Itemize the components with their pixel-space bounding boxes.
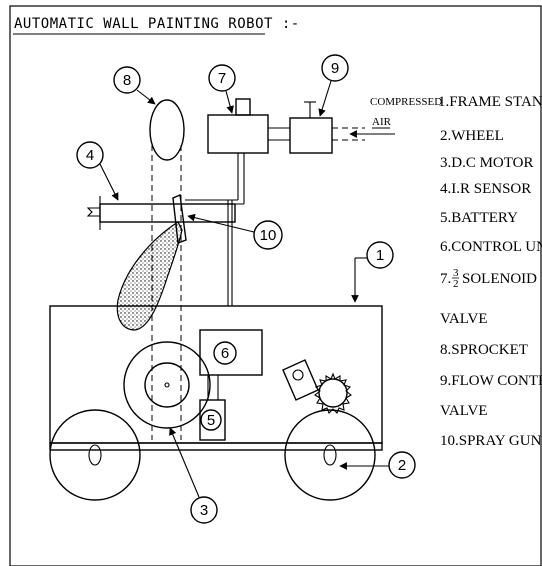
battery xyxy=(199,399,226,441)
compressed-label: COMPRESSED xyxy=(370,96,442,108)
gear-pin xyxy=(292,369,304,381)
svg-text:2: 2 xyxy=(398,457,406,474)
svg-text:6: 6 xyxy=(221,345,229,362)
svg-text:3: 3 xyxy=(200,502,208,519)
wheel-right xyxy=(284,409,376,501)
callout-2: 2 xyxy=(339,451,416,479)
legend-item-10: 10.SPRAY GUN xyxy=(440,433,542,449)
svg-text:9: 9 xyxy=(331,60,339,77)
parts-legend: 1.FRAME STAND 2.WHEEL 3.D.C MOTOR 4.I.R … xyxy=(438,94,542,449)
wheel-right-hub xyxy=(323,444,337,466)
flow-control-valve xyxy=(289,117,333,154)
solenoid-coil xyxy=(235,98,251,116)
callout-7: 7 xyxy=(208,64,236,114)
air-label: AIR xyxy=(372,116,392,128)
wheel-left xyxy=(49,409,141,501)
drawing-border xyxy=(9,5,542,566)
wheel-left-hub xyxy=(88,444,102,466)
callout-8: 8 xyxy=(113,66,156,105)
callout-3: 3 xyxy=(169,427,218,524)
dc-motor-outer xyxy=(123,341,211,429)
legend-item-3: 3.D.C MOTOR xyxy=(440,155,534,171)
legend-item-8: 8.SPROCKET xyxy=(440,342,528,358)
callout-10: 10 xyxy=(187,213,283,250)
svg-text:8: 8 xyxy=(123,72,131,89)
svg-text:1: 1 xyxy=(376,247,384,264)
legend-item-1: 1.FRAME STAND xyxy=(438,94,542,110)
legend-item-6: 6.CONTROL UNIT xyxy=(440,239,542,255)
callout-1: 1 xyxy=(351,241,394,303)
legend-item-2: 2.WHEEL xyxy=(440,128,504,144)
solenoid-valve xyxy=(207,114,269,154)
legend-item-7b: SOLENOID xyxy=(462,271,537,287)
legend-item-9b: VALVE xyxy=(440,403,488,419)
ir-sensor-tip xyxy=(86,207,100,217)
fraction-num: 3 xyxy=(453,267,459,279)
gear-teeth xyxy=(314,372,352,414)
legend-item-5: 5.BATTERY xyxy=(440,210,518,226)
svg-text:10: 10 xyxy=(260,227,277,244)
callout-9: 9 xyxy=(318,54,349,117)
svg-text:5: 5 xyxy=(207,412,215,429)
legend-item-4: 4.I.R SENSOR xyxy=(440,181,531,197)
svg-text:4: 4 xyxy=(86,147,94,164)
diagram-title: AUTOMATIC WALL PAINTING ROBOT :- xyxy=(14,16,300,32)
dc-motor-hub xyxy=(164,382,170,388)
callout-4: 4 xyxy=(76,141,119,201)
callout-5: 5 xyxy=(200,409,222,431)
gear-bracket xyxy=(282,359,319,401)
legend-item-7c: VALVE xyxy=(440,311,488,327)
gear-wheel xyxy=(318,378,348,408)
sprocket-top xyxy=(149,99,185,161)
legend-item-7: 7. xyxy=(440,271,451,287)
ir-sensor-arm xyxy=(99,203,236,223)
control-unit xyxy=(199,329,263,376)
svg-text:7: 7 xyxy=(218,70,226,87)
legend-item-9: 9.FLOW CONTROL xyxy=(440,373,542,389)
dc-motor-inner xyxy=(144,362,190,408)
chassis-bar xyxy=(49,442,383,451)
paint-spray xyxy=(116,221,183,331)
fraction-den: 2 xyxy=(453,278,459,290)
callout-6: 6 xyxy=(213,341,237,365)
